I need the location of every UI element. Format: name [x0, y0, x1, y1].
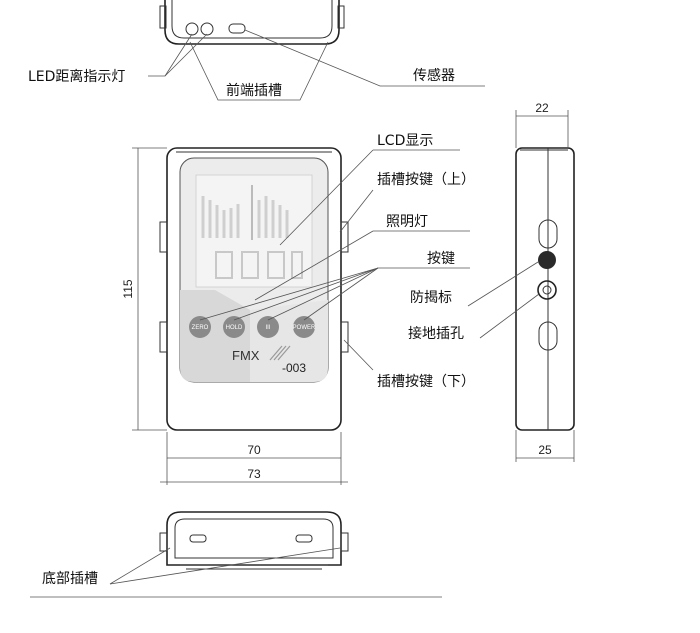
button-light[interactable]: III	[257, 316, 279, 338]
front-view: ZERO HOLD III POWER FMX -003	[159, 147, 349, 431]
dim-inner-width: 70	[247, 443, 261, 457]
svg-text:III: III	[265, 325, 270, 331]
label-ground-hole: 接地插孔	[408, 325, 464, 342]
svg-text:POWER: POWER	[293, 325, 316, 331]
label-light: 照明灯	[386, 214, 428, 230]
svg-text:HOLD: HOLD	[226, 325, 243, 331]
brand-suffix: -003	[282, 361, 306, 375]
lcd-display	[195, 174, 313, 288]
side-view	[515, 147, 575, 431]
dim-side-bottom: 25	[538, 443, 552, 457]
brand-model: FMX	[232, 348, 260, 363]
label-anti-mark: 防揭标	[410, 290, 452, 306]
anti-tamper-label	[538, 251, 556, 269]
ground-jack	[537, 280, 557, 300]
label-keys: 按键	[427, 251, 455, 267]
svg-text:ZERO: ZERO	[192, 325, 209, 331]
bottom-view	[159, 511, 349, 570]
label-sensor: 传感器	[413, 67, 455, 84]
label-slot-key-up: 插槽按键（上）	[377, 172, 475, 188]
label-lcd: LCD显示	[377, 133, 433, 149]
button-hold[interactable]: HOLD	[223, 316, 245, 338]
dim-side-top: 22	[535, 101, 549, 115]
led-indicator-left	[185, 22, 199, 36]
button-zero[interactable]: ZERO	[189, 316, 211, 338]
label-led: LED距离指示灯	[28, 68, 125, 85]
button-power[interactable]: POWER	[293, 316, 316, 338]
label-slot-key-down: 插槽按键（下）	[377, 374, 475, 390]
top-view	[159, 0, 345, 45]
label-bottom-slot: 底部插槽	[42, 571, 98, 587]
label-front-slot: 前端插槽	[226, 82, 282, 99]
dim-outer-width: 73	[247, 467, 261, 481]
dim-height: 115	[121, 279, 135, 298]
led-indicator-right	[200, 22, 214, 36]
sensor-window	[228, 23, 246, 34]
